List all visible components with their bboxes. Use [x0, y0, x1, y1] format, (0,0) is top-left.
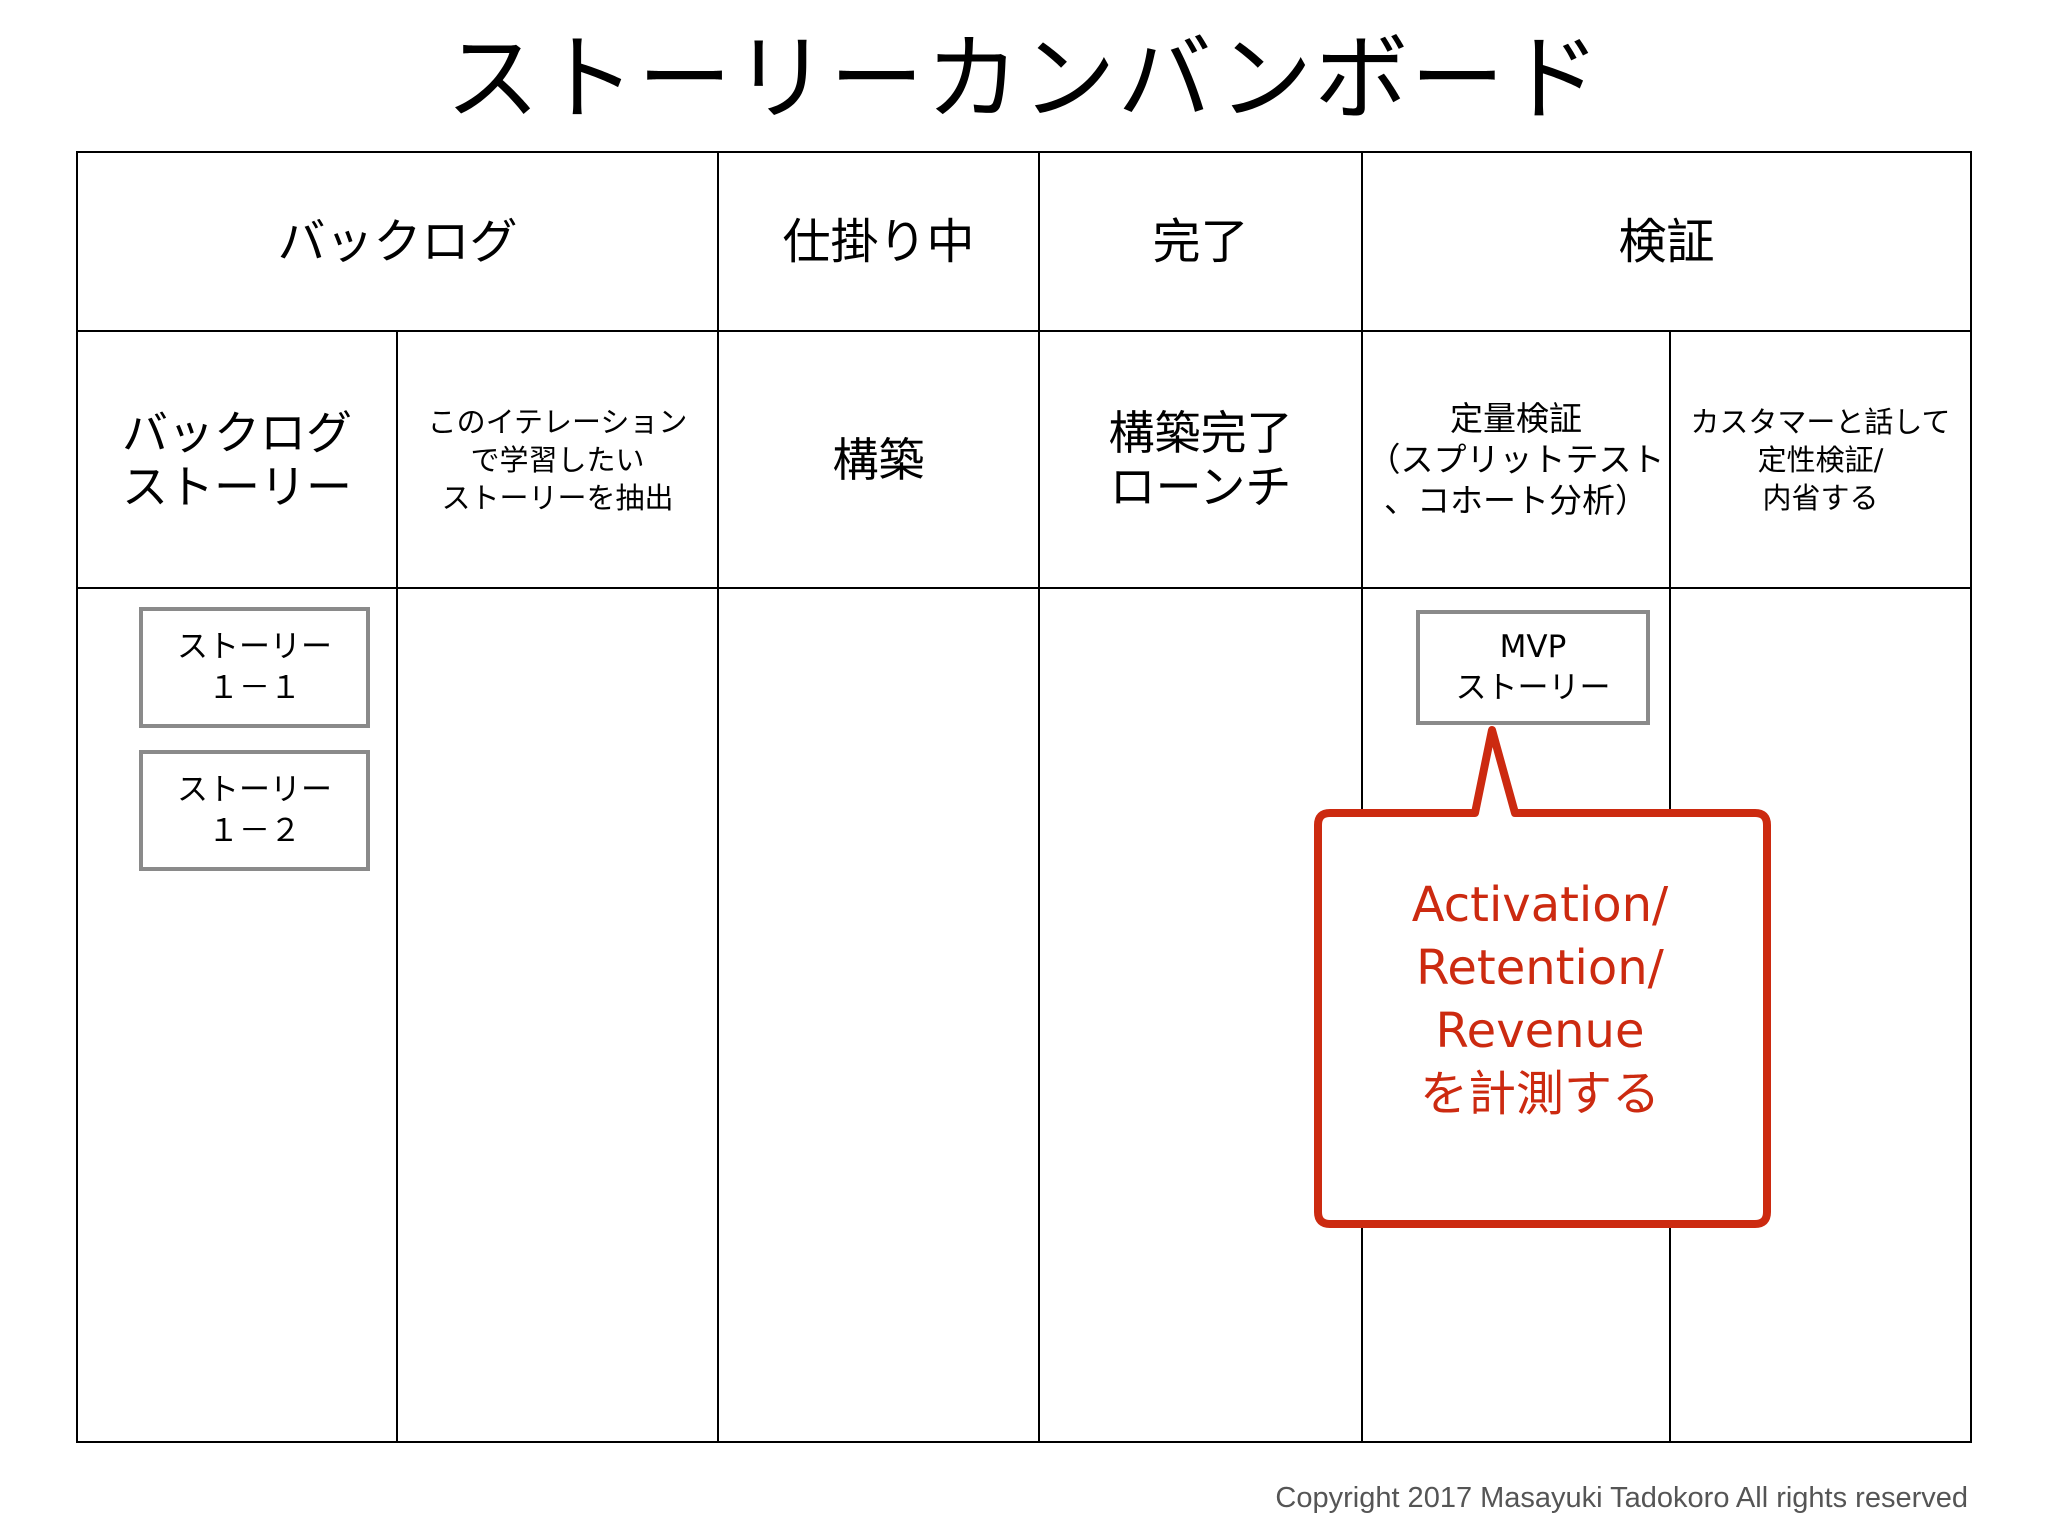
subcolumn-header-iteration-extract: このイテレーション で学習したい ストーリーを抽出	[427, 404, 688, 515]
subcolumn-header-build-done-launch: 構築完了 ローンチ	[1108, 405, 1293, 514]
board-border-left	[76, 151, 78, 1443]
column-divider-2	[1038, 151, 1040, 1443]
column-divider-1	[717, 151, 719, 1443]
subcolumn-header-quantitative: 定量検証 （スプリットテスト 、コホート分析）	[1367, 399, 1665, 520]
subheader-divider	[76, 587, 1972, 589]
column-header-backlog: バックログ	[277, 213, 518, 270]
subcolumn-divider-backlog	[396, 330, 398, 1443]
column-header-validation: 検証	[1618, 213, 1715, 270]
mvp-story-card[interactable]: MVP ストーリー	[1416, 610, 1650, 725]
board-border-bottom	[76, 1441, 1972, 1443]
subcolumn-header-build: 構築	[832, 432, 925, 487]
header-divider	[76, 330, 1972, 332]
callout-shape	[1314, 726, 1771, 1228]
story-card-1-1[interactable]: ストーリー １－１	[139, 607, 370, 728]
column-header-done: 完了	[1152, 213, 1249, 270]
column-divider-3	[1361, 151, 1363, 1443]
board-border-right	[1970, 151, 1972, 1443]
copyright-notice: Copyright 2017 Masayuki Tadokoro All rig…	[1275, 1482, 1968, 1514]
page-title: ストーリーカンバンボード	[445, 25, 1603, 134]
board-border-top	[76, 151, 1972, 153]
subcolumn-header-backlog-stories: バックログ ストーリー	[122, 405, 352, 514]
callout-text: Activation/ Retention/ Revenue を計測する	[1411, 877, 1669, 1122]
subcolumn-header-qualitative: カスタマーと話して 定性検証/ 内省する	[1690, 404, 1951, 515]
column-header-in-progress: 仕掛り中	[782, 213, 975, 270]
story-card-1-2[interactable]: ストーリー １－２	[139, 750, 370, 871]
